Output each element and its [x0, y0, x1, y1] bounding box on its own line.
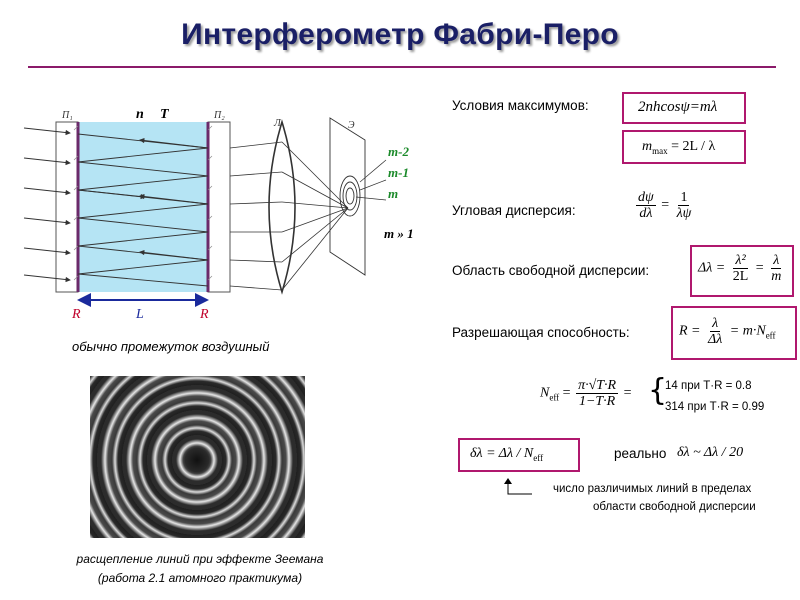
plate-left-label: П₁ — [61, 110, 73, 121]
plate-right — [207, 121, 231, 293]
note-line-2: области свободной дисперсии — [593, 501, 756, 513]
transmission-label: T — [160, 107, 170, 122]
fsr-eq: = — [755, 260, 764, 276]
plate-right-label: П₂ — [213, 110, 225, 121]
real-formula: δλ ~ Δλ / 20 — [677, 445, 744, 460]
res-rhs: = m·N — [729, 323, 766, 339]
title-divider — [28, 66, 776, 68]
diagram-caption: обычно промежуток воздушный — [72, 339, 270, 354]
neff-num: π·√T·R — [576, 378, 619, 394]
interference-rings-image — [90, 376, 305, 538]
etalon-gap — [78, 122, 208, 292]
neff-eq: = — [562, 385, 571, 401]
angular-dispersion-label: Угловая дисперсия: — [452, 203, 576, 218]
fabry-perot-diagram: П₁ П₂ n T Л Э m-2 m-1 m m » 1 R L R — [23, 107, 414, 322]
fsr-num2: λ — [771, 253, 782, 269]
min-resolvable-formula: δλ = Δλ / Neff — [470, 446, 543, 463]
dl-subscript: eff — [533, 452, 544, 463]
neff-brace: { — [648, 373, 668, 408]
reflectance-left-label: R — [71, 307, 81, 322]
angular-eq: = — [661, 197, 670, 213]
res-num: λ — [710, 316, 721, 332]
neff-case-2: 314 при T·R = 0.99 — [665, 401, 765, 413]
resolving-power-label: Разрешающая способность: — [452, 325, 630, 340]
large-order-condition: m » 1 — [384, 226, 414, 241]
dl-formula: δλ = Δλ / N — [470, 446, 534, 461]
res-subscript: eff — [765, 330, 776, 341]
note-line-1: число различимых линий в пределах — [553, 483, 752, 495]
lens — [268, 119, 296, 295]
note-arrow — [504, 478, 532, 495]
angular-rnum: 1 — [678, 190, 690, 206]
gap-length-label: L — [135, 307, 144, 322]
res-lhs: R = — [679, 323, 701, 339]
multiple-reflections — [77, 133, 209, 287]
neff-eq2: = — [623, 385, 632, 401]
order-label-m-minus-1: m-1 — [388, 165, 409, 180]
mmax-formula: mmax = 2L / λ — [642, 139, 715, 156]
mmax-formula-box: mmax = 2L / λ — [622, 130, 746, 164]
mmax-symbol: m — [642, 139, 653, 154]
maxima-formula: 2nhcosψ=mλ — [638, 99, 718, 115]
min-resolvable-box: δλ = Δλ / Neff — [458, 438, 580, 472]
neff-subscript: eff — [549, 392, 560, 403]
real-label: реально — [614, 446, 667, 461]
res-den: Δλ — [708, 332, 723, 347]
reflectance-right-label: R — [199, 307, 209, 322]
fsr-den2: m — [771, 269, 782, 284]
plate-left — [55, 121, 79, 293]
fsr-den1: 2L — [732, 269, 749, 284]
page-title: Интерферометр Фабри-Перо — [181, 18, 619, 51]
screen-label: Э — [348, 120, 355, 131]
maxima-formula-box: 2nhcosψ=mλ — [622, 92, 746, 124]
angular-num: dψ — [636, 190, 656, 206]
neff-den: 1−T·R — [578, 394, 616, 409]
neff-case-1: 14 при T·R = 0.8 — [665, 380, 752, 392]
order-label-m-minus-2: m-2 — [388, 144, 409, 159]
fsr-label: Область свободной дисперсии: — [452, 263, 650, 278]
zeeman-caption-line1: расщепление линий при эффекте Зеемана — [76, 552, 324, 566]
maxima-label: Условия максимумов: — [452, 98, 589, 113]
mmax-subscript: max — [652, 145, 668, 156]
screen — [329, 117, 366, 276]
refractive-index-label: n — [136, 107, 144, 122]
angular-den: dλ — [639, 206, 653, 221]
fsr-num1: λ² — [733, 253, 748, 269]
neff-symbol: N — [540, 385, 550, 401]
zeeman-caption-line2: (работа 2.1 атомного практикума) — [97, 571, 303, 585]
fsr-lhs: Δλ = — [698, 260, 726, 276]
angular-rden: λψ — [676, 206, 692, 221]
ring-center — [183, 446, 211, 474]
order-label-m: m — [388, 186, 398, 201]
mmax-value: = 2L / λ — [671, 139, 716, 154]
lens-label: Л — [273, 118, 282, 129]
